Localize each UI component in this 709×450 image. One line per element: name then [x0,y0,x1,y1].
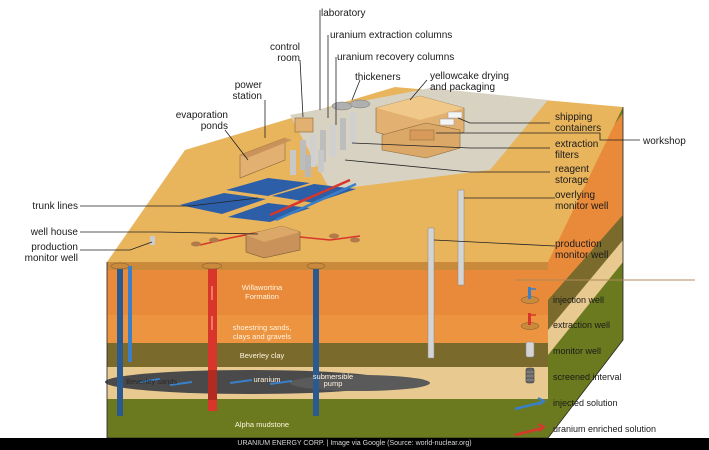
shoestring-label-2: clays and gravels [233,332,291,341]
legend: injection well extraction well monitor w… [514,287,656,437]
monitor-well-front [427,227,435,359]
legend-uranium-enriched-solution-icon [514,423,546,437]
production-monitor-well-right-label-2: monitor well [555,250,608,261]
uranium-extraction-columns-label: uranium extraction columns [330,30,452,41]
power-station-label-2: station [233,91,262,102]
front-shoestring-layer [107,315,548,343]
production-monitor-well-left-label-1: production [31,242,78,253]
power-station-label-1: power [235,80,263,91]
overlying-monitor-well [457,189,465,286]
submersible-label-2: pump [324,379,343,388]
legend-screened-interval-label: screened interval [553,372,622,382]
right-face-olive-band [548,215,623,330]
uranium-ore-tail [290,375,430,391]
control-room-building [294,117,314,133]
well-house [245,225,301,259]
production-monitor-well-left-label-2: monitor well [25,253,78,264]
well-house-label: well house [30,227,79,238]
front-alpha-mudstone-layer [107,399,548,438]
evaporation-pond-2 [272,184,356,203]
surface-wellheads [150,233,360,247]
shipping-containers-label-2: containers [555,123,601,134]
beverley-clay-label: Beverley clay [240,351,285,360]
legend-screened-interval-icon [525,367,535,384]
extraction-filters-label-2: filters [555,150,579,161]
legend-injected-solution-label: injected solution [553,398,618,408]
injection-well-left [110,262,130,416]
willawortina-label-2: Formation [245,292,279,301]
uranium-recovery-columns-label: uranium recovery columns [337,52,454,63]
submersible-label-1: submersible [313,372,353,381]
injection-well-left-inner [128,266,132,362]
injection-well-right [306,262,326,416]
legend-extraction-well-label: extraction well [553,320,610,330]
laboratory-label: laboratory [321,8,365,19]
control-room-label-1: control [270,42,300,53]
evaporation-ponds-label-2: ponds [201,121,228,132]
shoestring-label-1: shoestring sands, [233,323,292,332]
evaporation-pond-1 [226,178,310,196]
yellowcake-label-1: yellowcake drying [430,71,509,82]
reagent-storage-label-2: storage [555,175,589,186]
workshop-label: workshop [642,136,686,147]
control-room-label-2: room [277,53,300,64]
uranium-columns [290,112,356,177]
shipping-containers [439,111,463,126]
image-credit: URANIUM ENERGY CORP. | Image via Google … [0,438,709,450]
thickeners-label: thickeners [355,72,401,83]
extraction-filters-label-1: extraction [555,139,598,150]
thickener-tanks [331,99,371,111]
overlying-monitor-well-label-2: monitor well [555,201,608,212]
overlying-monitor-well-label-1: overlying [555,190,595,201]
yellowcake-building [375,95,465,159]
legend-injection-well-icon [520,287,540,304]
flow-arrows [139,286,293,386]
legend-injected-solution-icon [514,397,546,411]
callout-lines [80,10,695,281]
front-topsoil [107,262,548,270]
legend-uranium-enriched-solution-label: uranium enriched solution [553,424,656,434]
right-face-sand-band [548,240,623,355]
front-beverley-clay-layer [107,343,548,367]
shipping-containers-label-1: shipping [555,112,592,123]
power-station-building [239,137,292,179]
evaporation-pond-3 [180,193,266,214]
legend-monitor-well-label: monitor well [553,346,601,356]
willawortina-label-1: Willawortina [242,283,283,292]
beverley-sands-label: Beverley sands [126,377,178,386]
extraction-well-center [201,262,223,411]
evaporation-ponds-label-1: evaporation [176,110,228,121]
trunk-lines [199,178,361,246]
legend-extraction-well-icon [520,313,540,330]
reagent-storage-label-1: reagent [555,164,589,175]
trunk-lines-label: trunk lines [32,201,78,212]
right-face-orange [548,113,623,300]
yellowcake-label-2: and packaging [430,82,495,93]
production-monitor-well-right-label-1: production [555,239,602,250]
front-willawortina-layer [107,270,548,315]
alpha-mudstone-label: Alpha mudstone [235,420,289,429]
legend-monitor-well-icon [525,341,535,358]
uranium-label: uranium [253,375,280,384]
workshop-building [409,129,435,141]
legend-injection-well-label: injection well [553,295,604,305]
